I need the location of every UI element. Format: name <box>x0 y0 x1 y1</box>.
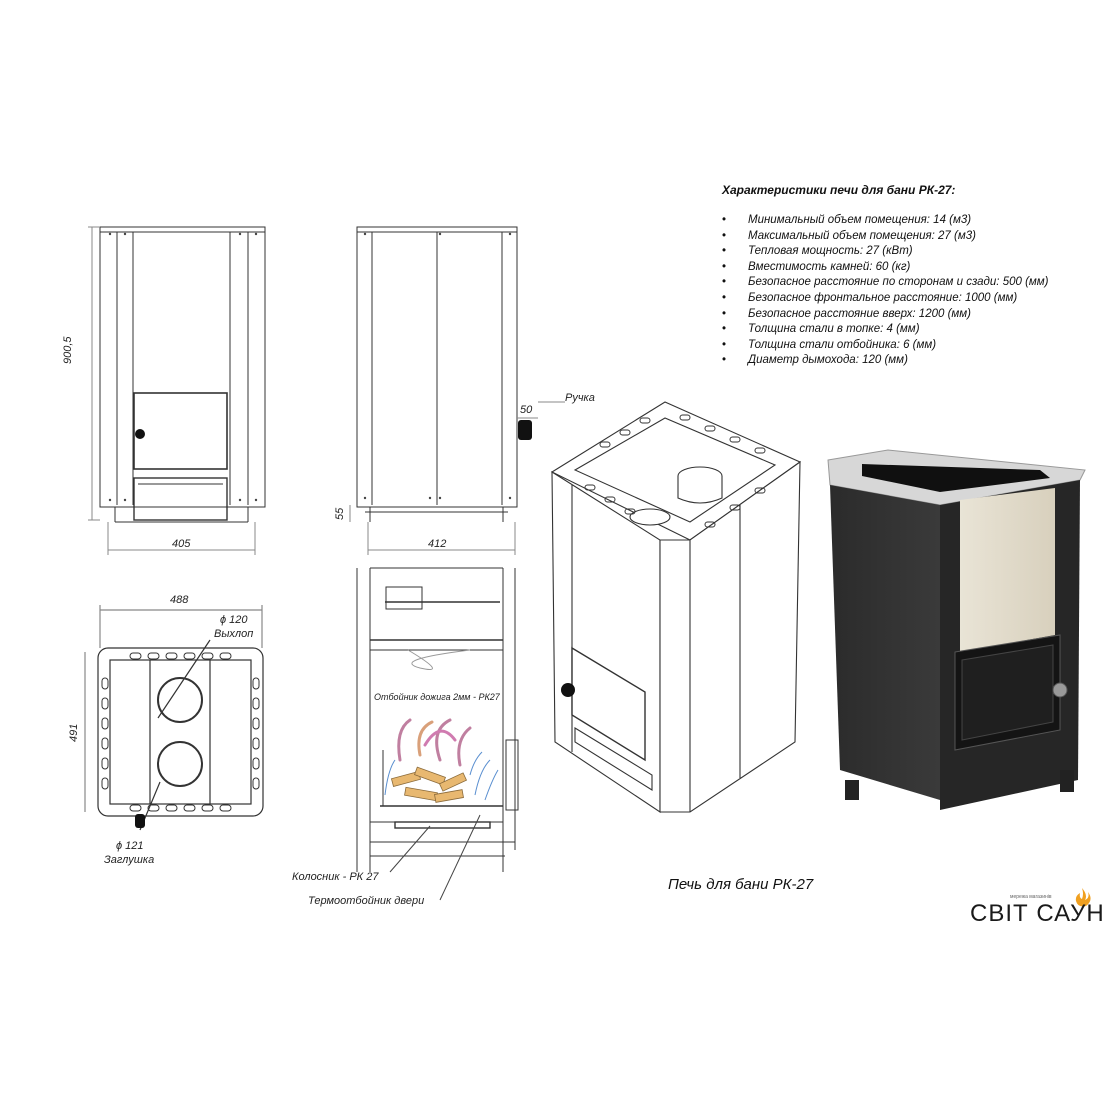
door-deflector-label: Термоотбойник двери <box>308 895 425 907</box>
logo-text: СВІТ САУН <box>970 900 1105 927</box>
spec-item: Диаметр дымохода: 120 (мм) <box>722 353 1049 369</box>
spec-item: Тепловая мощность: 27 (кВт) <box>722 244 1049 260</box>
figure-caption: Печь для бани РК-27 <box>668 876 814 893</box>
spec-item: Безопасное расстояние вверх: 1200 (мм) <box>722 307 1049 323</box>
grate-label: Колосник - РК 27 <box>292 871 379 883</box>
spec-item: Минимальный объем помещения: 14 (м3) <box>722 213 1049 229</box>
handle-label: Ручка <box>565 392 595 404</box>
spec-item: Максимальный объем помещения: 27 (м3) <box>722 229 1049 245</box>
specs-block: Характеристики печи для бани РК-27: Мини… <box>722 183 1049 369</box>
specs-title: Характеристики печи для бани РК-27: <box>722 183 956 197</box>
spec-item: Толщина стали в топке: 4 (мм) <box>722 322 1049 338</box>
side-handle-dim: 50 <box>520 404 533 416</box>
top-width-dim: 488 <box>170 594 189 606</box>
spec-item: Вместимость камней: 60 (кг) <box>722 260 1049 276</box>
plug-label: Заглушка <box>104 854 155 866</box>
logo-subtitle: мережа магазинів <box>1010 894 1052 900</box>
spec-item: Толщина стали отбойника: 6 (мм) <box>722 338 1049 354</box>
outlet-diameter-dim: ϕ 120 <box>220 614 248 626</box>
spec-item: Безопасное фронтальное расстояние: 1000 … <box>722 291 1049 307</box>
front-width-dim: 405 <box>172 538 191 550</box>
specs-list: Минимальный объем помещения: 14 (м3) Мак… <box>722 213 1049 369</box>
afterburn-deflector-label: Отбойник дожига 2мм - РК27 <box>374 692 500 702</box>
outlet-label: Выхлоп <box>214 628 254 640</box>
logo-flame-icon <box>1075 888 1091 907</box>
plug-handle-icon <box>135 814 145 828</box>
door-knob-icon <box>561 683 575 697</box>
render-knob-icon <box>1052 682 1068 698</box>
side-width-dim: 412 <box>428 538 447 550</box>
spec-item: Безопасное расстояние по сторонам и сзад… <box>722 275 1049 291</box>
handle-icon <box>518 420 532 440</box>
plug-diameter-dim: ϕ 121 <box>116 840 144 852</box>
